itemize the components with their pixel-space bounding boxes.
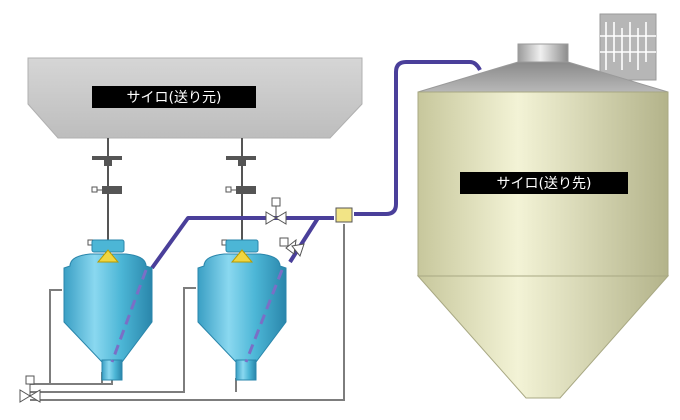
valve-icon[interactable] xyxy=(279,237,305,258)
bag-filter-icon xyxy=(599,13,657,81)
air-supply-lines xyxy=(30,224,345,401)
valve-icon[interactable] xyxy=(19,375,41,403)
destination-silo-label: サイロ(送り先) xyxy=(497,176,592,192)
feed-column-1 xyxy=(91,138,122,240)
source-silo-label-bg xyxy=(92,86,256,108)
destination-silo-label-bg xyxy=(460,172,628,194)
destination-silo: サイロ(送り先) xyxy=(416,13,670,399)
junction-box-icon xyxy=(335,207,353,223)
warning-triangle-icon xyxy=(230,249,254,263)
transport-vessel-1 xyxy=(63,239,153,381)
warning-triangle-icon xyxy=(96,249,120,263)
transport-vessel-2 xyxy=(197,239,287,381)
valve-icon[interactable] xyxy=(265,197,287,225)
feed-column-2 xyxy=(225,138,256,240)
source-silo-label: サイロ(送り元) xyxy=(127,90,222,106)
